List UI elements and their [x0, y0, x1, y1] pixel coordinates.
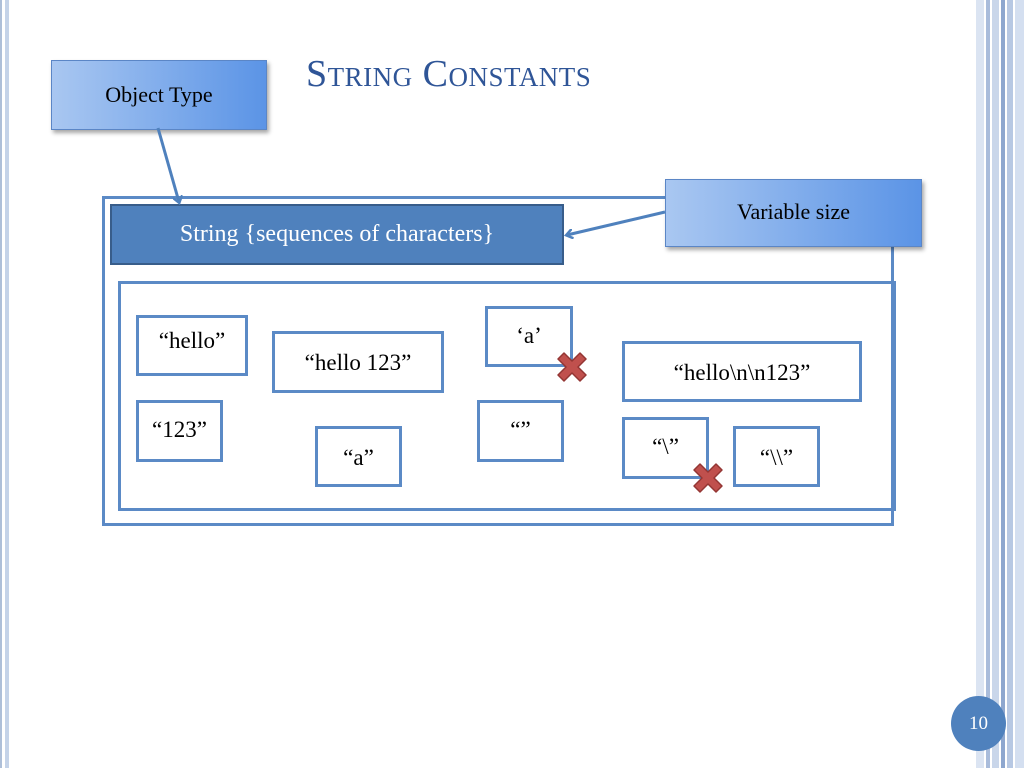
- page-number-badge: 10: [951, 696, 1006, 751]
- right-stripe: [976, 0, 984, 768]
- object-type-callout: Object Type: [51, 60, 267, 130]
- type-header: String {sequences of characters}: [110, 204, 564, 265]
- slide-title: String Constants: [306, 53, 592, 95]
- value-hello-escaped: “hello\n\n123”: [622, 341, 862, 402]
- value-char-a: ‘a’: [485, 306, 573, 367]
- value-hello: “hello”: [136, 315, 248, 376]
- value-empty: “”: [477, 400, 564, 462]
- value-hello-123: “hello 123”: [272, 331, 444, 393]
- right-stripe: [986, 0, 990, 768]
- variable-size-callout: Variable size: [665, 179, 922, 247]
- right-stripe: [992, 0, 999, 768]
- left-stripe: [5, 0, 9, 768]
- value-str-a: “a”: [315, 426, 402, 487]
- right-stripe: [1001, 0, 1005, 768]
- value-double-backslash: “\\”: [733, 426, 820, 487]
- value-123: “123”: [136, 400, 223, 462]
- x-mark-icon: [693, 463, 723, 493]
- values-container: [118, 281, 896, 511]
- right-stripe: [1015, 0, 1024, 768]
- right-stripe: [1007, 0, 1013, 768]
- type-container: [102, 196, 894, 526]
- left-stripe: [0, 0, 2, 768]
- x-mark-icon: [557, 352, 587, 382]
